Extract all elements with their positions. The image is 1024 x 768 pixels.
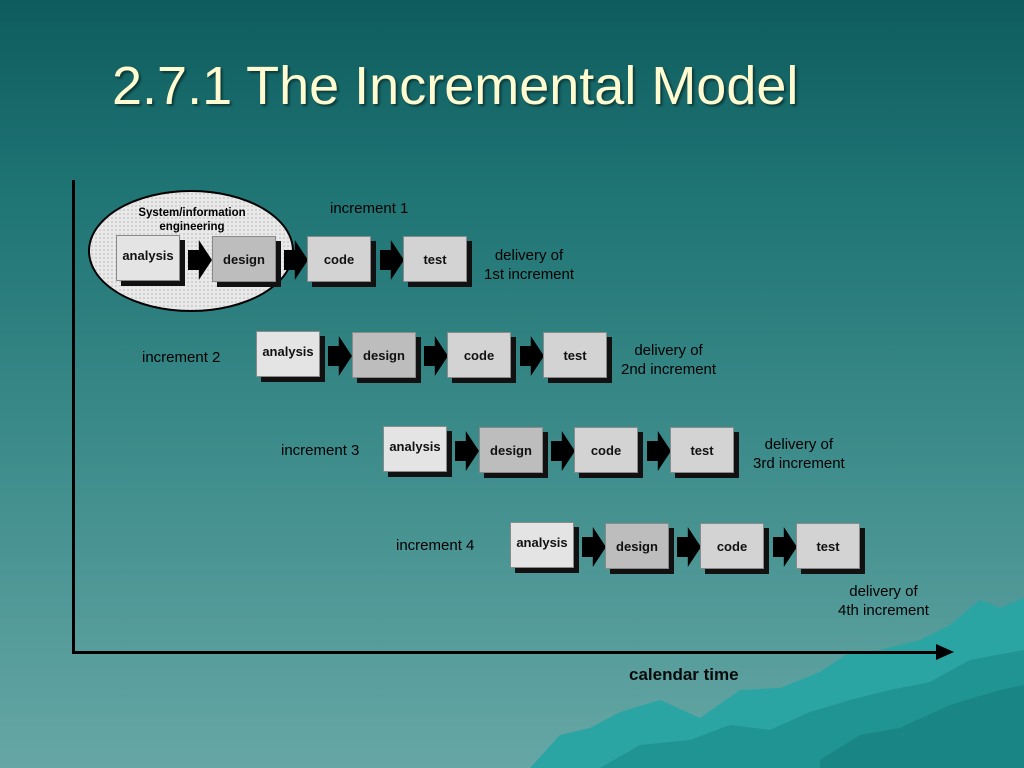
increment-3-delivery: delivery of 3rd increment [753,435,845,473]
time-axis [72,651,942,654]
increment-4-code-box: code [700,523,764,569]
increment-1-label: increment 1 [330,200,409,217]
increment-4-label: increment 4 [396,537,475,554]
increment-2-test-box: test [543,332,607,378]
increment-2-code-box: code [447,332,511,378]
increment-4-analysis-box: analysis [510,522,574,568]
increment-3-design-box: design [479,427,543,473]
delivery-line-1: delivery of [849,583,918,600]
increment-3-analysis-box: analysis [383,426,447,472]
vertical-axis [72,180,75,653]
system-engineering-label: System/information engineering [138,207,246,233]
delivery-line-2: 3rd increment [753,455,845,472]
increment-4-test-box: test [796,523,860,569]
delivery-line-1: delivery of [634,342,703,359]
increment-3-code-box: code [574,427,638,473]
increment-3-test-box: test [670,427,734,473]
increment-1-code-box: code [307,236,371,282]
increment-4-design-box: design [605,523,669,569]
delivery-line-1: delivery of [494,247,564,264]
delivery-line-1: delivery of [764,436,834,453]
delivery-line-2: 2nd increment [621,361,717,378]
increment-2-delivery: delivery of 2nd increment [621,341,716,379]
increment-2-label: increment 2 [142,349,221,366]
time-axis-arrowhead [936,644,954,660]
increment-1-analysis-box: analysis [116,235,180,281]
increment-1-test-box: test [403,236,467,282]
increment-2-design-box: design [352,332,416,378]
slide-title: 2.7.1 The Incremental Model [112,56,799,116]
delivery-line-2: 1st increment [484,266,575,283]
increment-1-delivery: delivery of 1st increment [484,246,574,284]
increment-2-analysis-box: analysis [256,331,320,377]
increment-1-design-box: design [212,236,276,282]
delivery-line-2: 4th increment [838,602,929,619]
x-axis-label: calendar time [629,665,739,684]
increment-3-label: increment 3 [281,442,360,459]
increment-4-delivery: delivery of 4th increment [838,582,929,620]
